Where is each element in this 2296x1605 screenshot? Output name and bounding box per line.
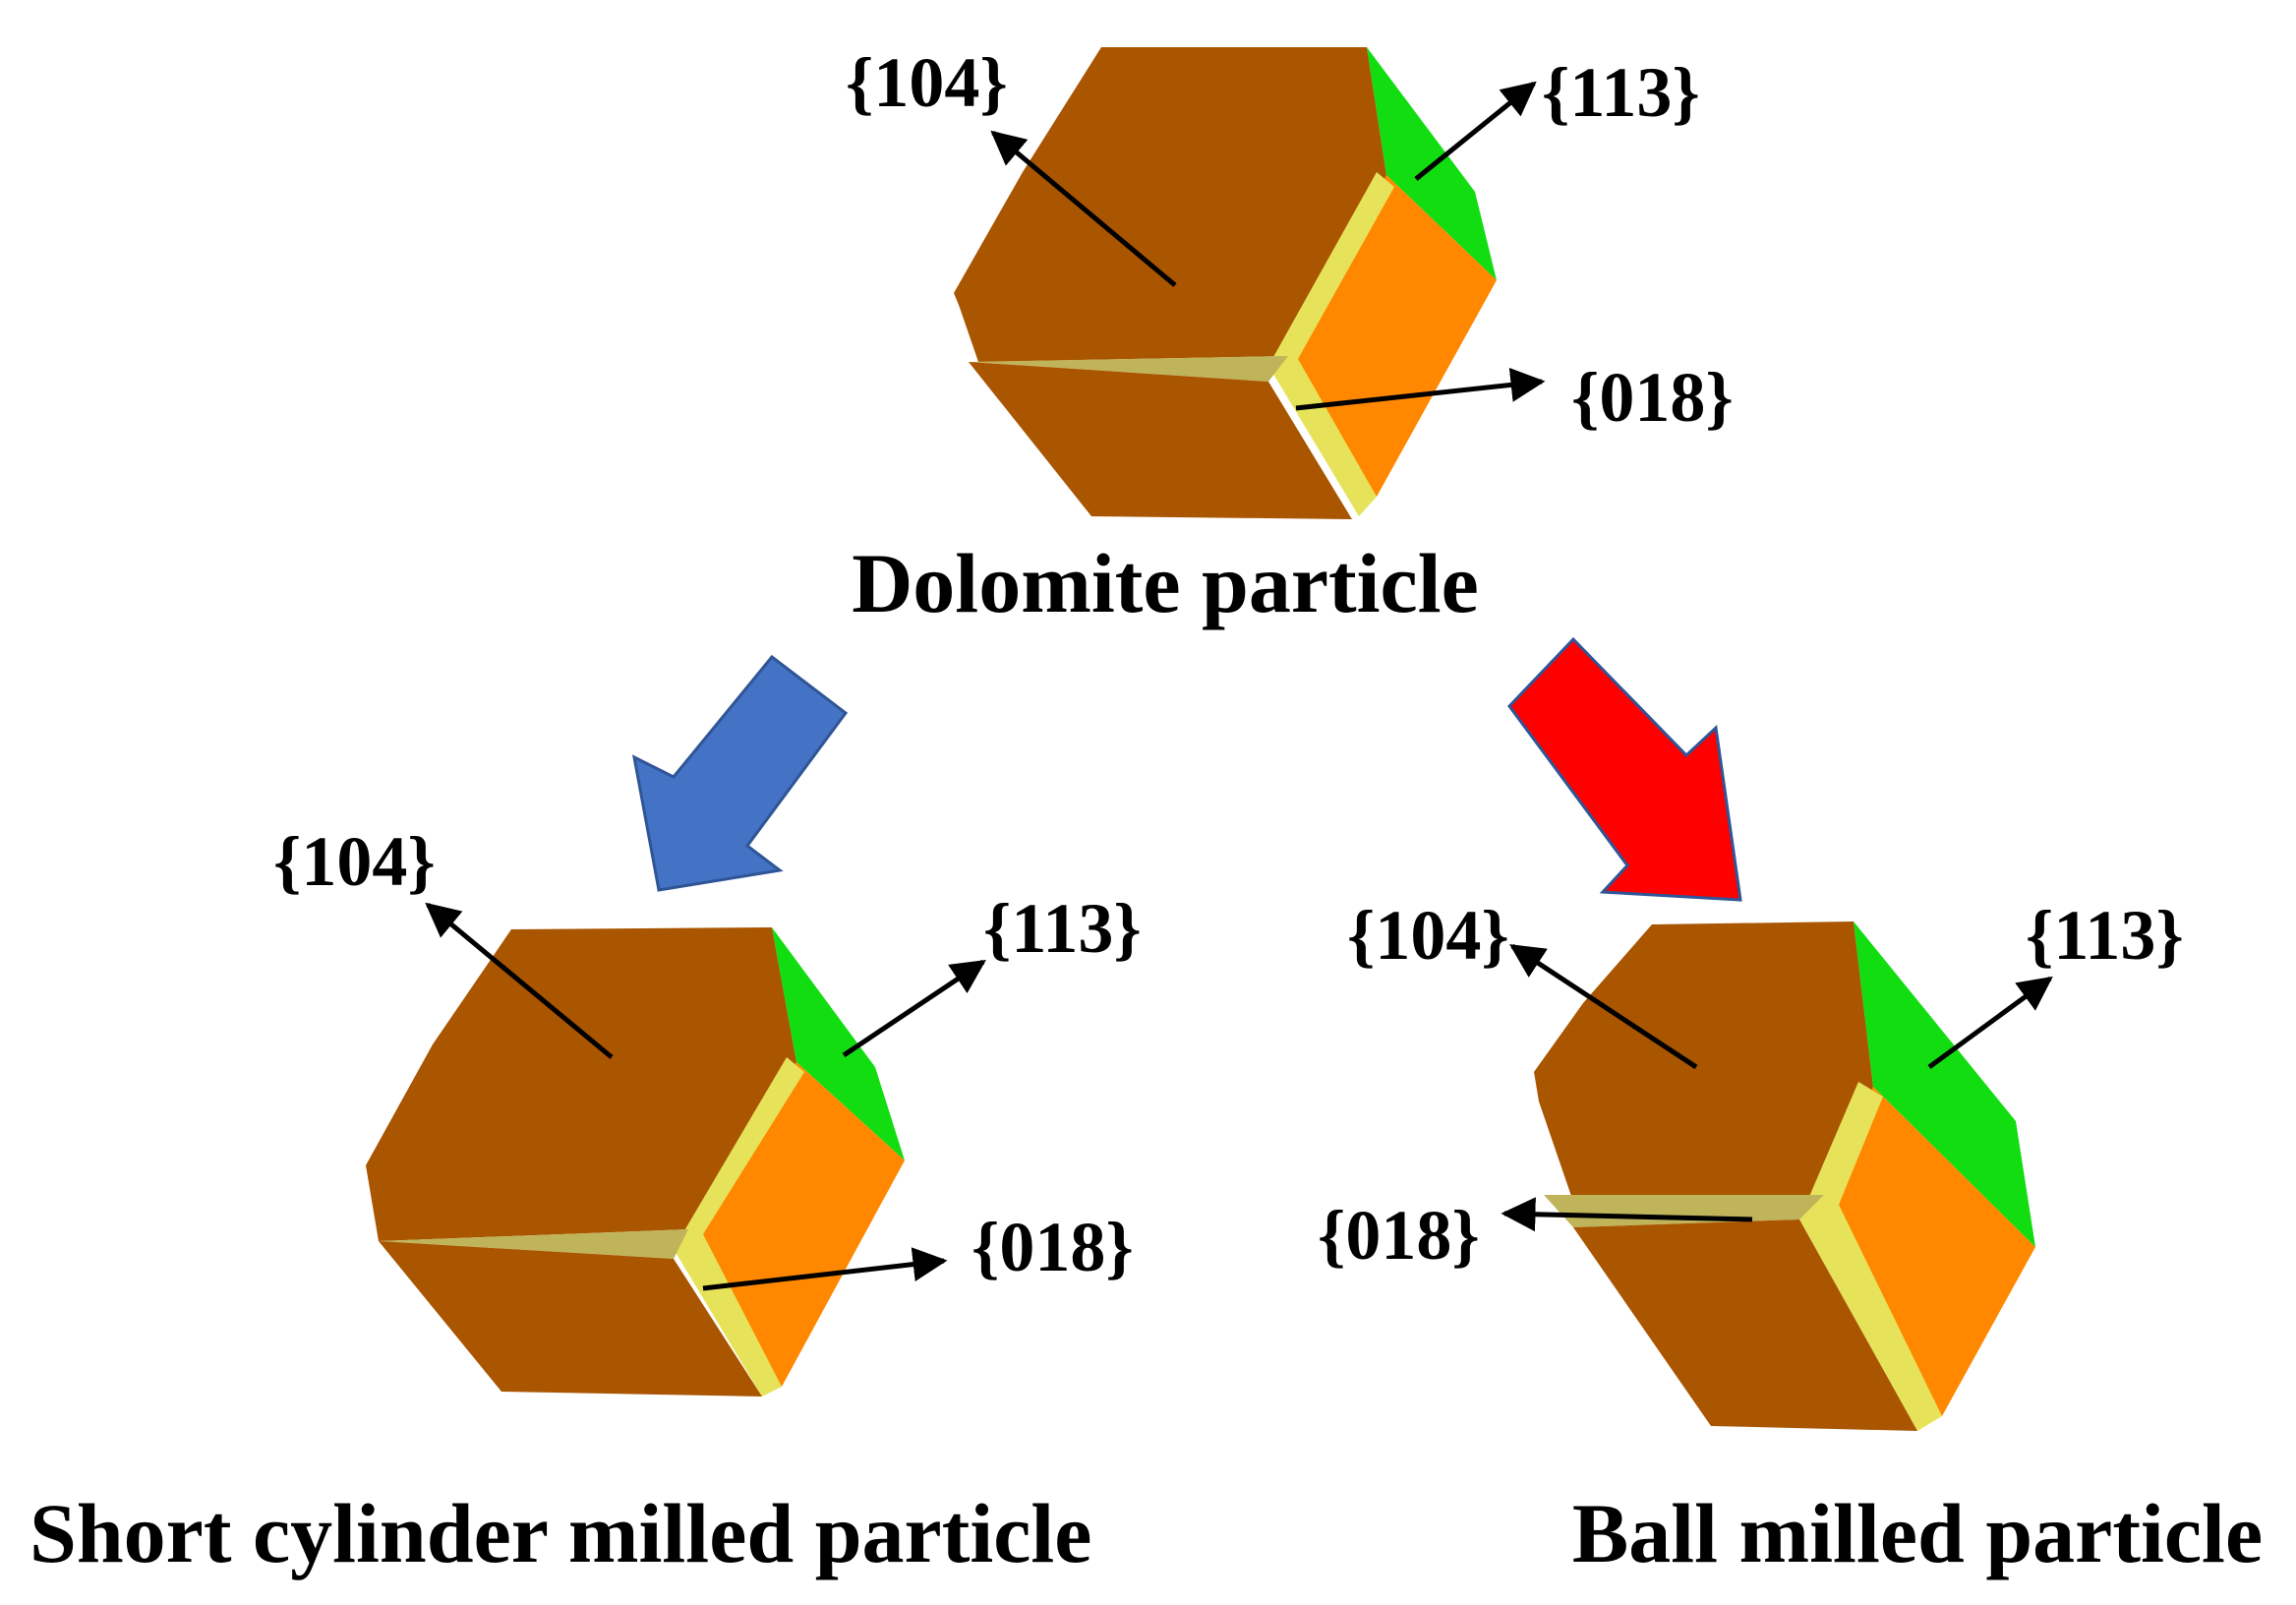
- ball-pointer-113: [1927, 976, 2053, 1070]
- dolomite-edge-018: [1268, 172, 1394, 516]
- short-cylinder-process-arrow: [631, 654, 849, 892]
- short-cylinder-pointer-018: [702, 1247, 948, 1291]
- pointer-lines: [425, 81, 2053, 1291]
- ball-lower-104: [1573, 1219, 1917, 1431]
- short-cylinder-label-113: {113}: [983, 889, 1142, 968]
- dolomite-label-104: {104}: [846, 43, 1008, 122]
- short-cylinder-pointer-104: [425, 902, 614, 1059]
- ball-milled-caption: Ball milled particle: [1572, 1486, 2263, 1580]
- dolomite-caption: Dolomite particle: [852, 536, 1479, 630]
- ball-edge-018: [1799, 1082, 1942, 1431]
- short-cylinder-pointer-113: [842, 959, 986, 1058]
- short-cylinder-face-113: [772, 927, 905, 1160]
- ball-milling-process-arrow: [1507, 636, 1742, 902]
- dolomite-face-104: [954, 47, 1386, 362]
- short-cylinder-face-018: [688, 1062, 905, 1387]
- short-cylinder-particle: [366, 927, 905, 1397]
- dolomite-particle: [954, 47, 1497, 519]
- dolomite-pointer-104: [990, 130, 1177, 287]
- short-cylinder-caption: Short cylinder milled particle: [29, 1486, 1091, 1580]
- ball-label-113: {113}: [2026, 896, 2184, 975]
- ball-label-018: {018}: [1318, 1196, 1480, 1275]
- dolomite-wedge: [969, 356, 1288, 382]
- ball-face-113: [1854, 921, 2035, 1247]
- dolomite-face-018: [1288, 175, 1497, 497]
- ball-face-104: [1534, 921, 1873, 1202]
- short-cylinder-face-104: [366, 927, 796, 1241]
- ball-pointer-104: [1509, 943, 1698, 1070]
- dolomite-pointer-018: [1295, 367, 1546, 411]
- short-cylinder-lower-104: [379, 1241, 762, 1397]
- dolomite-lower-104: [969, 362, 1352, 519]
- ball-wedge: [1544, 1195, 1824, 1227]
- ball-pointer-018: [1501, 1197, 1753, 1232]
- short-cylinder-edge-018: [674, 1057, 804, 1397]
- dolomite-pointer-113: [1414, 81, 1537, 181]
- dolomite-label-018: {018}: [1571, 358, 1734, 437]
- short-cylinder-wedge: [379, 1229, 688, 1259]
- short-cylinder-label-018: {018}: [971, 1208, 1134, 1286]
- dolomite-label-113: {113}: [1542, 53, 1700, 132]
- ball-label-104: {104}: [1347, 896, 1509, 975]
- short-cylinder-label-104: {104}: [273, 822, 436, 901]
- ball-face-018: [1824, 1087, 2035, 1416]
- ball-milled-particle: [1534, 921, 2035, 1431]
